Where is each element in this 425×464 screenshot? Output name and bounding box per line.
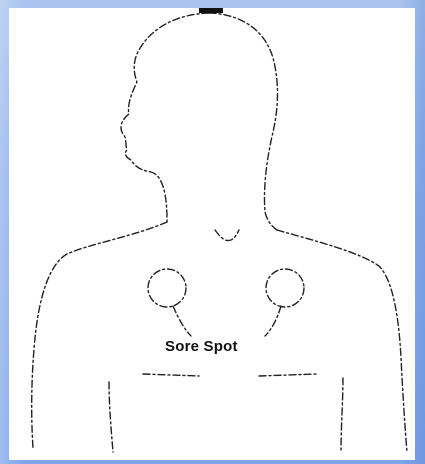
left-chest-line bbox=[143, 374, 199, 376]
hair-mark bbox=[199, 8, 223, 13]
neck-v-outline bbox=[215, 230, 239, 241]
body-outline-figure bbox=[9, 8, 415, 460]
head-outline bbox=[121, 13, 209, 222]
sore-spot-label: Sore Spot bbox=[165, 338, 238, 355]
left-shoulder-outline bbox=[32, 222, 167, 448]
right-sore-spot-circle bbox=[266, 269, 304, 307]
right-pointer-line bbox=[265, 306, 281, 336]
diagram-panel: Sore Spot bbox=[9, 8, 415, 460]
left-torso-line bbox=[109, 382, 113, 452]
right-torso-line bbox=[341, 378, 343, 452]
right-chest-line bbox=[259, 374, 317, 376]
left-sore-spot-circle bbox=[148, 269, 186, 307]
left-pointer-line bbox=[173, 306, 191, 336]
back-of-head-outline bbox=[209, 13, 278, 230]
